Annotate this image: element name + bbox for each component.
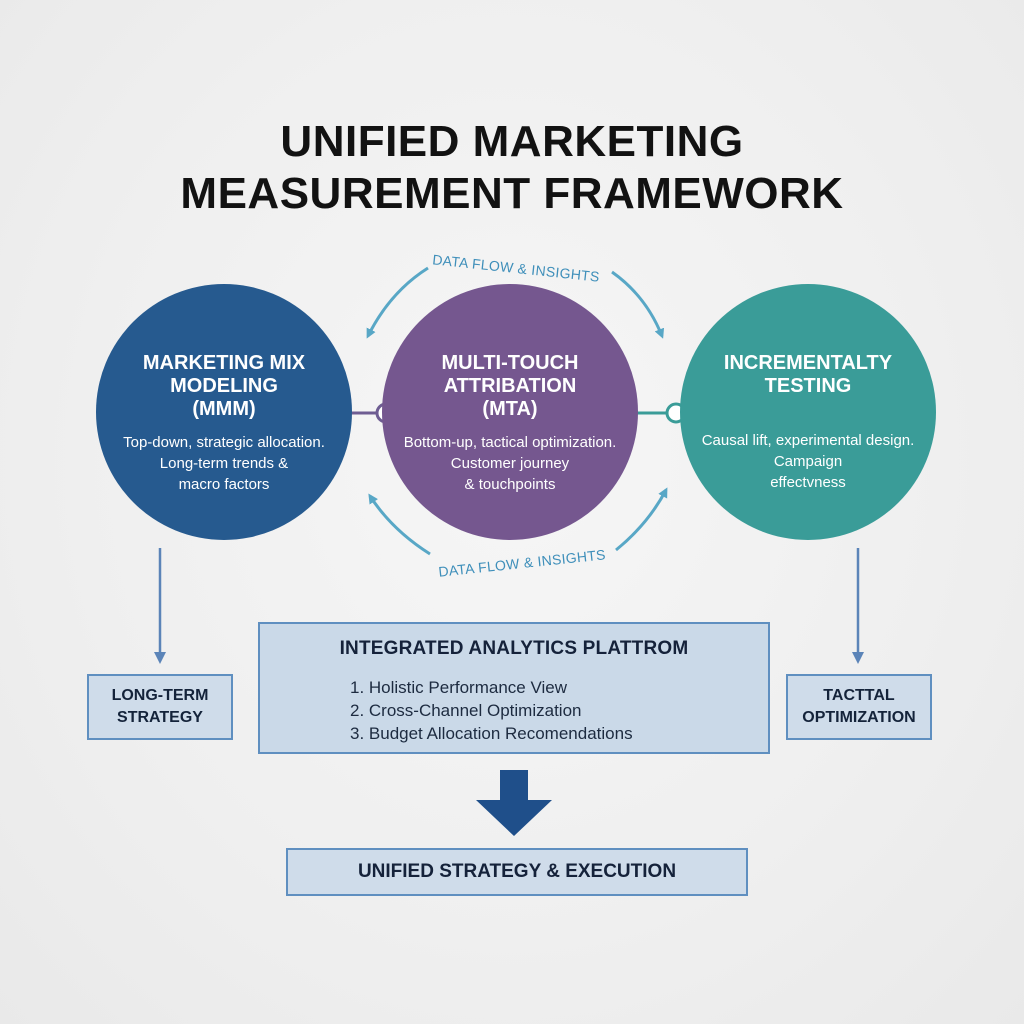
platform-feature-item: 1. Holistic Performance View (350, 678, 567, 697)
mta-circle: MULTI-TOUCH ATTRIBATION (MTA) Bottom-up,… (382, 284, 638, 540)
big-down-arrow (476, 770, 552, 836)
flow-arrow-top-right (611, 270, 665, 339)
page-title-line-1: UNIFIED MARKETING (280, 117, 744, 166)
tactical-optimization-box: TACTTAL OPTIMIZATION (786, 674, 932, 740)
platform-feature-list: 1. Holistic Performance View 2. Cross-Ch… (350, 676, 633, 745)
mmm-circle: MARKETING MIX MODELING (MMM) Top-down, s… (96, 284, 352, 540)
mmm-title: MARKETING MIX MODELING (MMM) (142, 352, 306, 420)
platform-feature-item: 3. Budget Allocation Recomendations (350, 724, 633, 743)
flow-arrow-bottom-left (368, 493, 431, 556)
long-term-strategy-box: LONG-TERM STRATEGY (87, 674, 233, 740)
mta-title: MULTI-TOUCH ATTRIBATION (MTA) (441, 352, 579, 420)
mmm-description: Top-down, strategic allocation. Long-ter… (123, 434, 325, 493)
flow-arrow-bottom-right (615, 487, 668, 552)
page-title-line-2: MEASUREMENT FRAMEWORK (180, 169, 844, 218)
mta-description: Bottom-up, tactical optimization. Custom… (403, 434, 617, 493)
integrated-analytics-platform-box: INTEGRATED ANALYTICS PLATTROM 1. Holisti… (258, 622, 770, 754)
platform-feature-item: 2. Cross-Channel Optimization (350, 701, 582, 720)
incrementality-description: Causal lift, experimental design. Campai… (701, 432, 915, 491)
unified-strategy-box: UNIFIED STRATEGY & EXECUTION (286, 848, 748, 896)
flow-arrow-top-left (366, 266, 429, 339)
incrementality-title: INCREMENTALTY TESTING (723, 352, 893, 397)
platform-title: INTEGRATED ANALYTICS PLATTROM (339, 638, 689, 659)
incrementality-circle: INCREMENTALTY TESTING Causal lift, exper… (680, 284, 936, 540)
